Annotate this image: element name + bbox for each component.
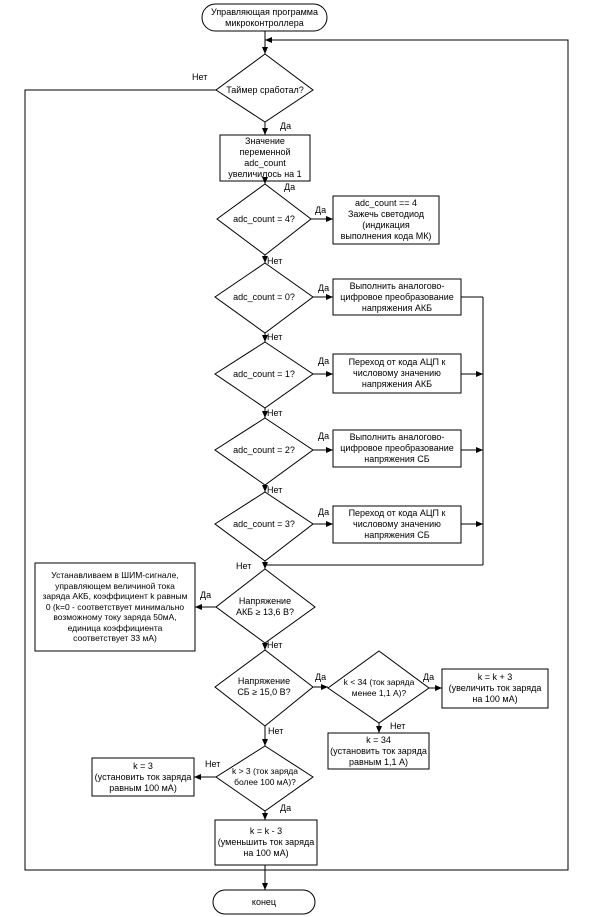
decision-k-greater-3: k > 3 (ток заряда более 100 мА)? (231, 766, 298, 787)
start-terminator: Управляющая программа микроконтроллера (211, 6, 318, 28)
end-terminator-shape (212, 889, 316, 915)
decision-adc-count-4: adc_count = 4? (233, 213, 295, 224)
label-sb-no: Нет (268, 726, 284, 736)
process-conv-sb-shape (332, 505, 462, 544)
label-k34-no: Нет (390, 721, 406, 731)
label-akb-yes: Да (200, 590, 212, 600)
process-k-minus-3: k = k - 3 (уменьшить ток заряда на 100 м… (217, 826, 315, 858)
label-eq1-yes: Да (318, 356, 330, 366)
process-conv-sb: Переход от кода АЦП к числовому значению… (348, 508, 446, 540)
label-eq3-yes: Да (318, 507, 330, 517)
label-akb-no: Нет (267, 640, 283, 650)
process-k-equals-3: k = 3 (установить ток заряда равным 100 … (94, 760, 192, 793)
label-k3-yes: Да (280, 803, 292, 813)
decision-akb-voltage: Напряжение АКБ ≥ 13,6 В? (235, 596, 295, 617)
label-increment-yes: Да (284, 182, 296, 192)
label-eq0-no: Нет (267, 332, 283, 342)
process-k-plus3-shape (441, 668, 549, 709)
edge-timer-no-to-end (24, 89, 265, 871)
decision-adc-count-2: adc_count = 2? (233, 444, 295, 455)
process-conv-akb-shape (332, 353, 462, 394)
label-timer-yes: Да (280, 121, 292, 131)
label-eq4-no: Нет (267, 256, 283, 266)
label-sb-yes: Да (315, 672, 327, 682)
process-adc-sb-shape (332, 429, 462, 468)
process-pwm-zero-shape (34, 562, 196, 652)
process-k-minus3-shape (214, 819, 318, 866)
decision-sb-voltage: Напряжение СБ ≥ 15,0 В? (237, 676, 291, 697)
decision-adc-count-1: adc_count = 1? (233, 368, 295, 379)
label-eq4-yes: Да (315, 205, 327, 215)
label-eq1-no: Нет (267, 408, 283, 418)
process-pwm-k-zero: Устанавливаем в ШИМ-сигнале, управляющем… (42, 570, 188, 644)
process-led-shape (332, 195, 440, 245)
process-adc-count-increment: Значение переменной adc_count увеличилос… (228, 136, 302, 179)
end-terminator: конец (251, 896, 277, 907)
process-k-34-shape (327, 732, 430, 770)
decision-timer-fired: Таймер сработал? (226, 84, 304, 95)
label-k34-yes: Да (423, 672, 435, 682)
process-led-on: adc_count == 4 Зажечь светодиод (индикац… (340, 198, 432, 241)
process-k-3-shape (91, 757, 195, 797)
process-adc-sb: Выполнить аналогово- цифровое преобразов… (340, 432, 454, 464)
process-increment-shape (219, 134, 311, 182)
decision-adc-count-0: adc_count = 0? (233, 291, 295, 302)
process-k-equals-34: k = 34 (установить ток заряда равным 1,1… (330, 734, 427, 767)
process-conv-akb: Переход от кода АЦП к числовому значению… (348, 357, 446, 389)
decision-adc-count-3: adc_count = 3? (233, 518, 295, 529)
label-eq2-no: Нет (267, 485, 283, 495)
label-eq2-yes: Да (318, 431, 330, 441)
label-timer-no: Нет (192, 72, 208, 82)
process-adc-akb-shape (332, 278, 462, 316)
process-adc-akb: Выполнить аналогово- цифровое преобразов… (340, 280, 454, 313)
label-eq3-no: Нет (236, 561, 252, 571)
decision-k-less-34: k < 34 (ток заряда менее 1,1 А)? (343, 677, 415, 698)
label-k3-no: Нет (205, 759, 221, 769)
loop-back-bus (265, 37, 569, 871)
process-k-plus-3: k = k + 3 (увеличить ток заряда на 100 м… (448, 672, 542, 704)
label-eq0-yes: Да (318, 283, 330, 293)
